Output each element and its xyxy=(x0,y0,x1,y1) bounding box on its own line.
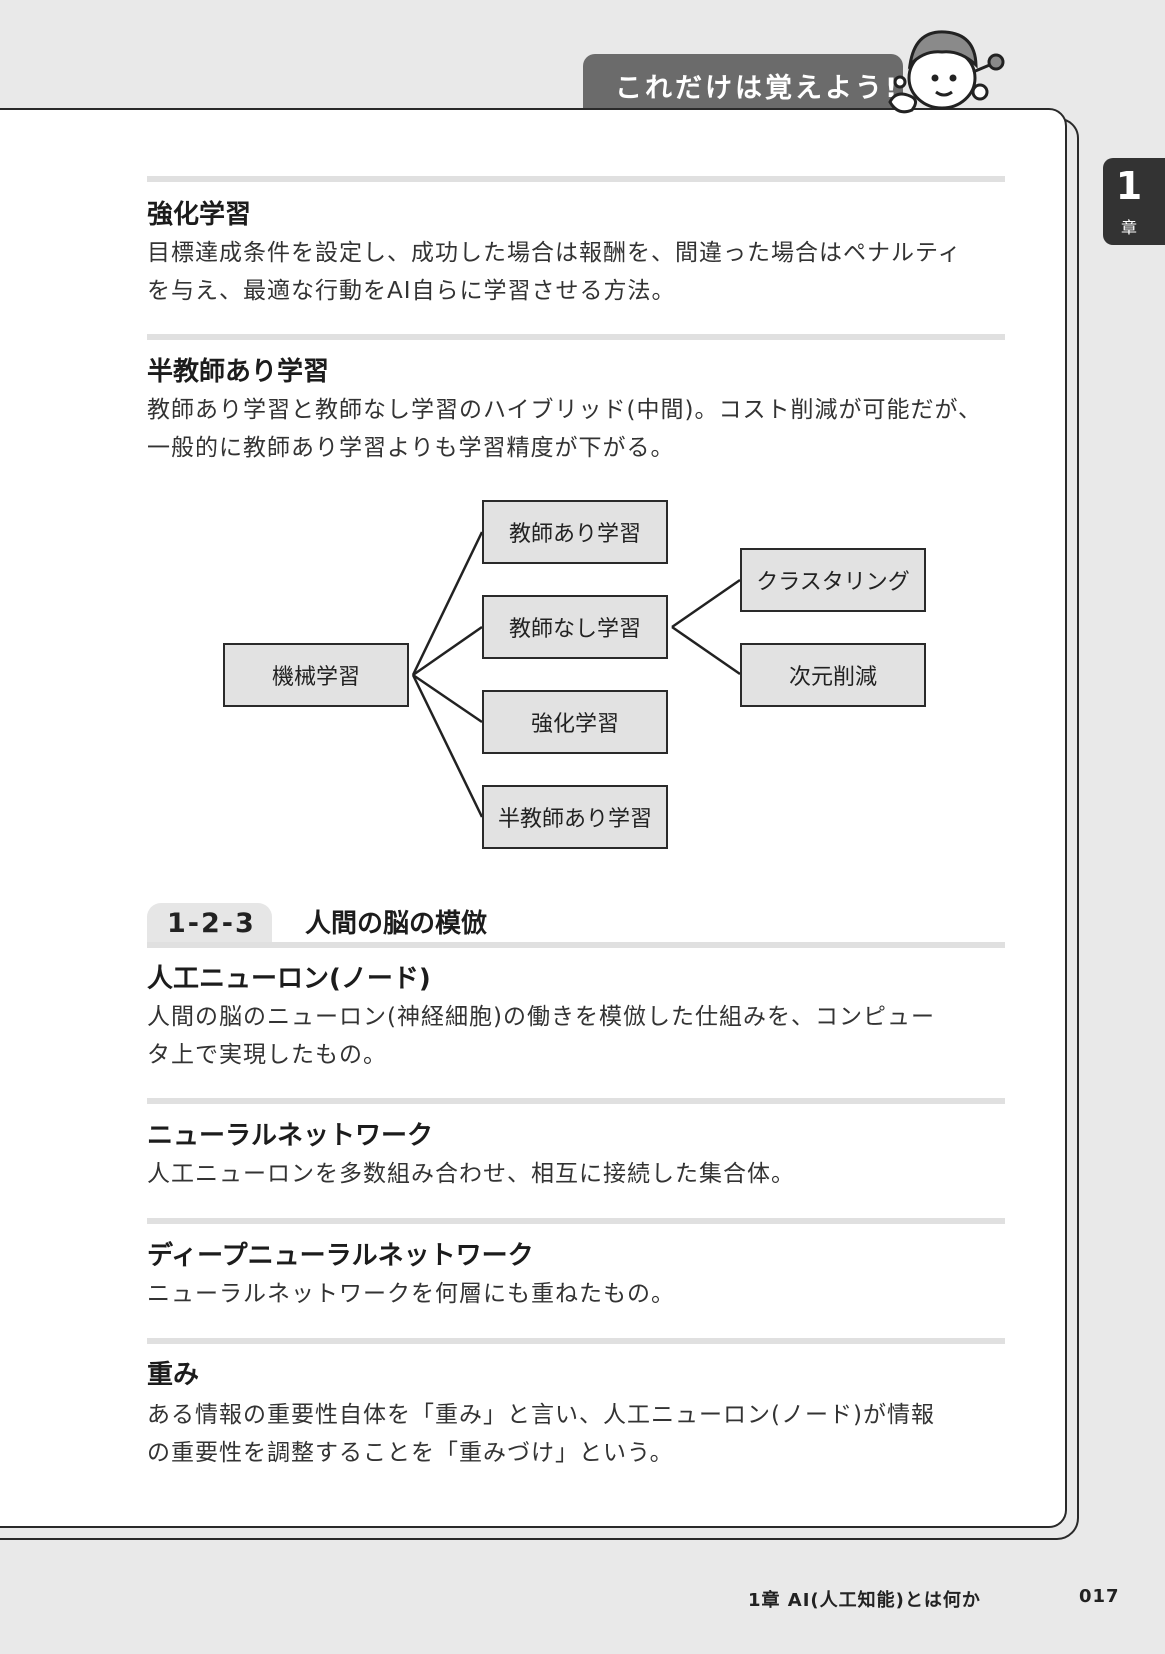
text-line: ある情報の重要性自体を「重み」と言い、人工ニューロン(ノード)が情報 xyxy=(147,1402,935,1428)
term-heading-semi-supervised: 半教師あり学習 xyxy=(147,357,330,387)
memo-header-title: これだけは覚えよう! xyxy=(615,73,901,104)
term-description-reinforcement: 目標達成条件を設定し、成功した場合は報酬を、間違った場合はペナルティ を与え、最… xyxy=(147,234,1017,310)
term-description-weight: ある情報の重要性自体を「重み」と言い、人工ニューロン(ノード)が情報 の重要性を… xyxy=(147,1396,1017,1472)
text-line: タ上で実現したもの。 xyxy=(147,1042,387,1068)
text-line: 教師あり学習と教師なし学習のハイブリッド(中間)。コスト削減が可能だが、 xyxy=(147,397,983,423)
footer-chapter-title: 1章 AI(人工知能)とは何か xyxy=(748,1590,981,1611)
text-line: ニューラルネットワークを何層にも重ねたもの。 xyxy=(147,1281,675,1307)
chapter-tab[interactable]: 1 章 xyxy=(1103,158,1165,245)
diagram-node-supervised: 教師あり学習 xyxy=(482,500,668,564)
chapter-tab-word: 章 xyxy=(1120,218,1137,237)
term-description-semi-supervised: 教師あり学習と教師なし学習のハイブリッド(中間)。コスト削減が可能だが、 一般的… xyxy=(147,391,1017,467)
term-description-neural-network: 人工ニューロンを多数組み合わせ、相互に接続した集合体。 xyxy=(147,1155,1017,1193)
term-heading-deep-neural-network: ディープニューラルネットワーク xyxy=(147,1241,534,1271)
divider-rule xyxy=(147,1098,1005,1104)
text-line: 一般的に教師あり学習よりも学習精度が下がる。 xyxy=(147,435,675,461)
term-description-deep-neural-network: ニューラルネットワークを何層にも重ねたもの。 xyxy=(147,1275,1017,1313)
text-line: 目標達成条件を設定し、成功した場合は報酬を、間違った場合はペナルティ xyxy=(147,240,962,266)
text-line: を与え、最適な行動をAI自らに学習させる方法。 xyxy=(147,278,676,304)
diagram-node-clustering: クラスタリング xyxy=(740,548,926,612)
robot-mascot-icon xyxy=(888,30,1005,114)
diagram-node-machine-learning: 機械学習 xyxy=(223,643,409,707)
divider-rule xyxy=(147,1218,1005,1224)
term-description-artificial-neuron: 人間の脳のニューロン(神経細胞)の働きを模倣した仕組みを、コンピュー タ上で実現… xyxy=(147,998,1017,1074)
section-title: 人間の脳の模倣 xyxy=(305,909,488,939)
diagram-node-unsupervised: 教師なし学習 xyxy=(482,595,668,659)
memo-header-tab: これだけは覚えよう! xyxy=(583,54,903,108)
diagram-node-reinforcement: 強化学習 xyxy=(482,690,668,754)
divider-rule xyxy=(147,176,1005,182)
text-line: 人間の脳のニューロン(神経細胞)の働きを模倣した仕組みを、コンピュー xyxy=(147,1004,935,1030)
term-heading-neural-network: ニューラルネットワーク xyxy=(147,1121,434,1151)
section-number-badge: 1-2-3 xyxy=(147,903,272,943)
text-line: 人工ニューロンを多数組み合わせ、相互に接続した集合体。 xyxy=(147,1161,795,1187)
divider-rule xyxy=(147,334,1005,340)
diagram-node-dimensionality-reduction: 次元削減 xyxy=(740,643,926,707)
section-number: 1-2-3 xyxy=(167,908,256,939)
divider-rule xyxy=(147,942,1005,948)
term-heading-weight: 重み xyxy=(147,1360,200,1390)
page-number: 017 xyxy=(1079,1586,1120,1607)
chapter-tab-number: 1 xyxy=(1115,164,1143,208)
text-line: の重要性を調整することを「重みづけ」という。 xyxy=(147,1440,674,1466)
divider-rule xyxy=(147,1338,1005,1344)
diagram-node-semi-supervised: 半教師あり学習 xyxy=(482,785,668,849)
term-heading-reinforcement: 強化学習 xyxy=(147,200,252,230)
term-heading-artificial-neuron: 人工ニューロン(ノード) xyxy=(147,964,431,994)
